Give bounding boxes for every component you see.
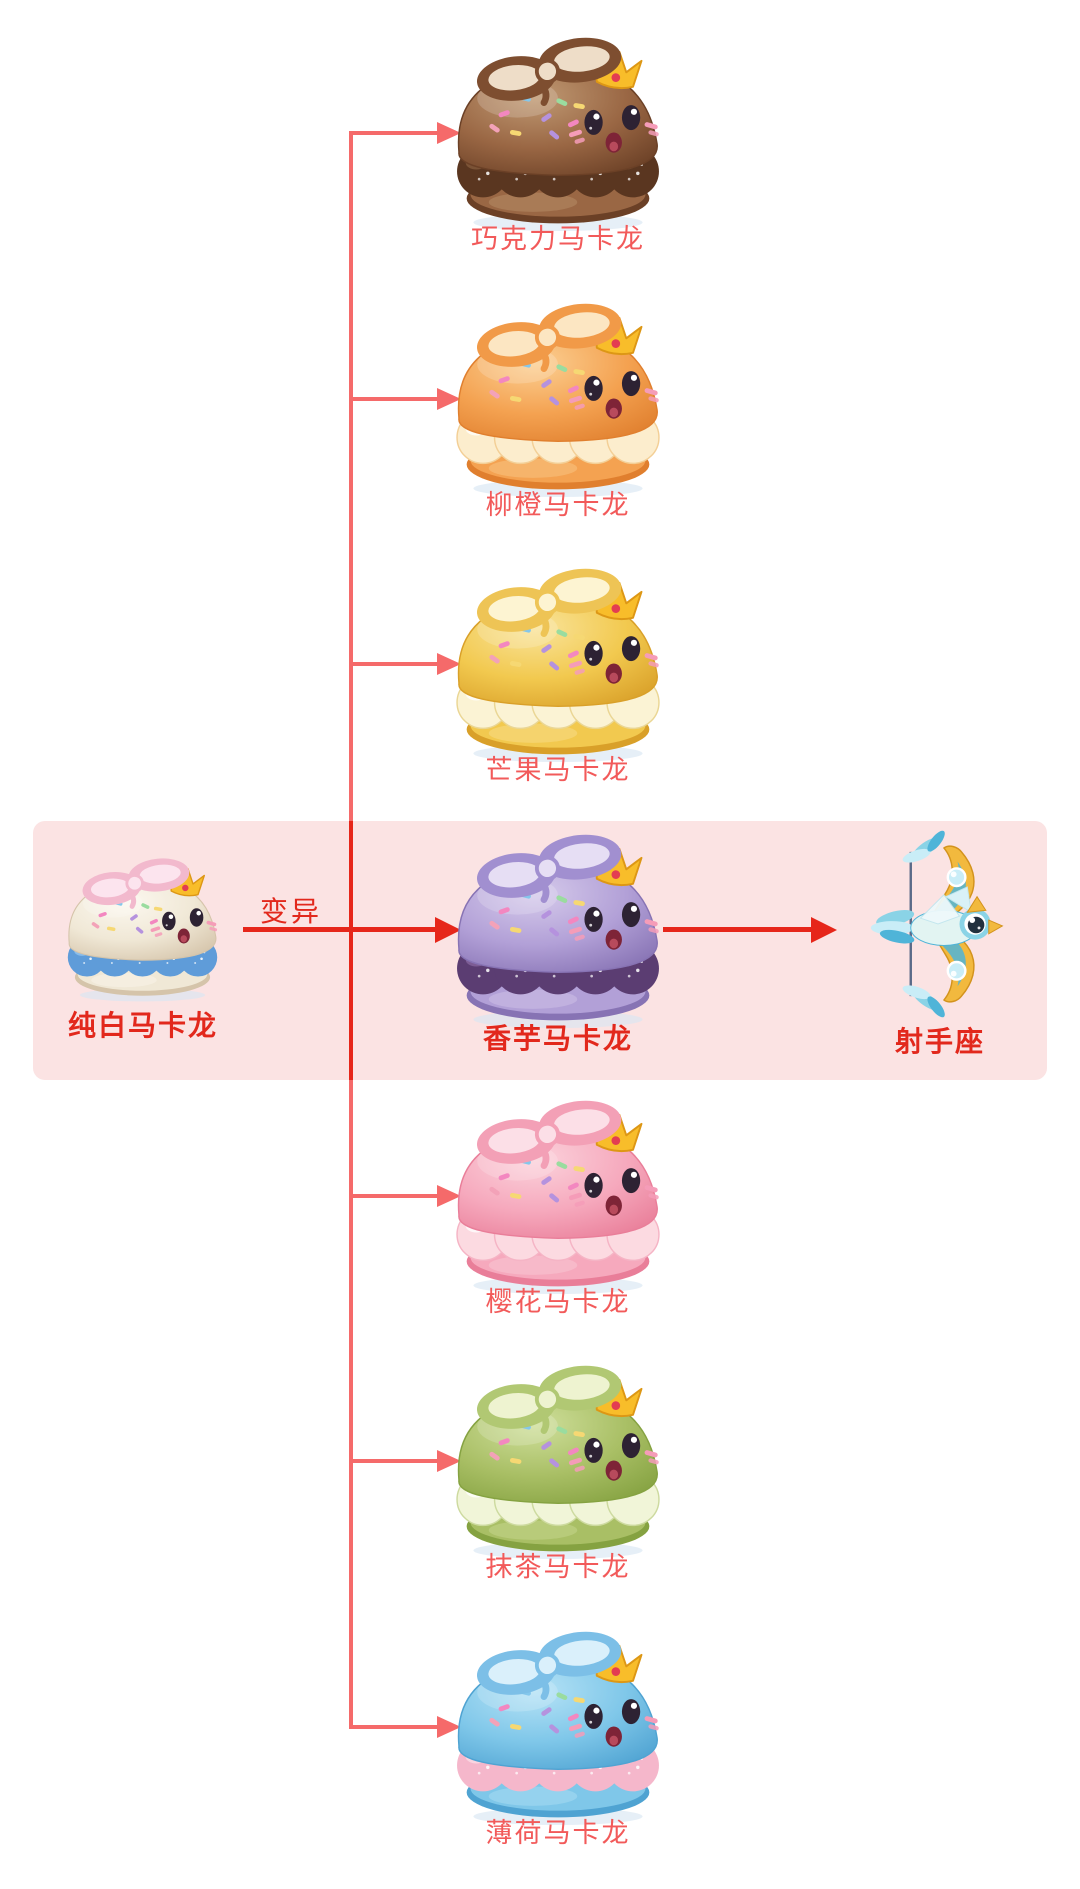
label-purewhite-macaron[interactable]: 纯白马卡龙 xyxy=(67,1011,218,1042)
macaron-taro-image[interactable] xyxy=(433,826,683,1033)
branch-arrowhead-mint-icon xyxy=(437,1716,461,1738)
branch-line-chocolate xyxy=(351,131,437,135)
tree-trunk-highlight-segment xyxy=(349,821,353,1080)
label-sagittarius[interactable]: 射手座 xyxy=(894,1027,985,1058)
macaron-sakura-image[interactable] xyxy=(433,1092,683,1299)
branch-line-sakura xyxy=(351,1194,437,1198)
branch-line-mango xyxy=(351,662,437,666)
label-chocolate-macaron[interactable]: 巧克力马卡龙 xyxy=(471,224,645,254)
branch-arrowhead-mango-icon xyxy=(437,653,461,675)
macaron-orange-image[interactable] xyxy=(433,295,683,502)
label-mango-macaron[interactable]: 芒果马卡龙 xyxy=(485,755,631,785)
zodiac-sagittarius-image[interactable] xyxy=(862,826,1018,1022)
label-matcha-macaron[interactable]: 抹茶马卡龙 xyxy=(485,1552,631,1582)
mutation-arrow-line xyxy=(243,927,435,932)
label-taro-macaron[interactable]: 香芋马卡龙 xyxy=(482,1024,633,1055)
macaron-mango-image[interactable] xyxy=(433,560,683,767)
branch-arrowhead-orange-icon xyxy=(437,388,461,410)
result-arrow-line xyxy=(663,927,811,932)
label-mint-macaron[interactable]: 薄荷马卡龙 xyxy=(485,1818,631,1848)
branch-line-mint xyxy=(351,1725,437,1729)
branch-arrowhead-chocolate-icon xyxy=(437,122,461,144)
macaron-purewhite-image[interactable] xyxy=(50,852,235,1005)
macaron-mint-image[interactable] xyxy=(433,1623,683,1830)
macaron-matcha-image[interactable] xyxy=(433,1357,683,1564)
branch-arrowhead-matcha-icon xyxy=(437,1450,461,1472)
label-sakura-macaron[interactable]: 樱花马卡龙 xyxy=(485,1287,631,1317)
macaron-chocolate-image[interactable] xyxy=(433,29,683,236)
branch-arrowhead-sakura-icon xyxy=(437,1185,461,1207)
label-orange-macaron[interactable]: 柳橙马卡龙 xyxy=(485,490,631,520)
result-arrowhead-icon xyxy=(811,917,837,943)
branch-line-orange xyxy=(351,397,437,401)
branch-line-matcha xyxy=(351,1459,437,1463)
mutation-arrow-label: 变异 xyxy=(259,897,322,928)
mutation-arrowhead-icon xyxy=(435,917,461,943)
